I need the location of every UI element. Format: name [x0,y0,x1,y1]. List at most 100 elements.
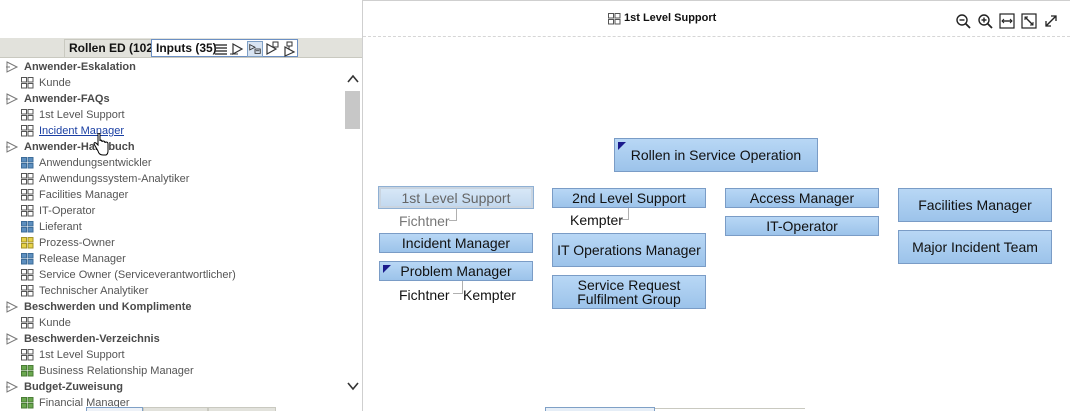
scroll-up-icon[interactable] [346,72,360,86]
role-grid-blue-icon [21,157,34,169]
diagram-bottom-tab[interactable] [545,407,655,411]
diagram-bottom-tab[interactable] [655,408,805,411]
diagram-root-box[interactable]: Rollen in Service Operation [614,138,818,172]
diagram-root-label: Rollen in Service Operation [630,147,802,163]
role-label: Facilities Manager [918,197,1032,213]
person-label: Fichtner [399,287,450,303]
tree-scrollbar[interactable] [344,58,362,411]
process-triangle-icon [6,301,19,313]
role-grid-icon [21,269,34,281]
fit-width-icon[interactable] [999,13,1015,29]
connector-line [449,208,457,221]
org-diagram: Rollen in Service Operation 1st Level Su… [363,37,1070,411]
tab-inputs-label: Inputs (35) [156,41,217,55]
tree-item-label: Incident Manager [39,125,124,137]
divider [363,0,1070,3]
tree-item-label: 1st Level Support [39,349,125,361]
role-grid-icon [21,205,34,217]
tree-item-label: 1st Level Support [39,109,125,121]
tree-group-label: Beschwerden-Verzeichnis [24,333,160,345]
role-grid-icon [21,125,34,137]
process-triangle-icon [6,333,19,345]
scroll-down-icon[interactable] [346,379,360,393]
role-label: Problem Manager [400,263,512,279]
role-grid-icon [21,173,34,185]
role-label: IT-Operator [766,218,838,234]
zoom-out-icon[interactable] [955,13,971,29]
connector-line [621,208,629,220]
role-label: Incident Manager [401,235,511,251]
role-box-2nd-level-support[interactable]: 2nd Level Support [552,188,706,208]
tab-rollen[interactable]: Rollen ED (102) [64,39,157,57]
role-box-major-incident-team[interactable]: Major Incident Team [898,230,1052,264]
list-view-icon[interactable] [213,41,229,57]
role-grid-green-icon [21,365,34,377]
left-pane-header [0,0,362,38]
role-label: Service Request Fulfilment Group [577,277,681,307]
role-box-problem-manager[interactable]: Problem Manager [379,261,533,281]
role-box-service-request-fulfilment[interactable]: Service Request Fulfilment Group [552,275,706,309]
tree-item-label: Facilities Manager [39,189,129,201]
role-grid-icon [21,189,34,201]
marker-icon [383,265,391,273]
role-box-incident-manager[interactable]: Incident Manager [379,233,533,253]
role-grid-blue-icon [21,253,34,265]
input-flow-icon[interactable] [230,41,246,57]
fit-page-icon[interactable] [1021,13,1037,29]
tree-item-label: IT-Operator [39,205,96,217]
role-grid-blue-icon [21,221,34,233]
role-box-access-manager[interactable]: Access Manager [725,188,879,208]
role-label: 1st Level Support [401,189,511,206]
role-box-1st-level-support[interactable]: 1st Level Support [378,186,534,209]
tree-group-label: Anwender-Eskalation [24,61,136,73]
tree-item-label: Prozess-Owner [39,237,115,249]
role-grid-yellow-icon [21,237,34,249]
tree-item-label: Release Manager [39,253,126,265]
left-pane: Rollen ED (102) Inputs (35) Anwender-Esk… [0,0,362,411]
person-label: Kempter [463,287,516,303]
tree-item-label: Kunde [39,77,71,89]
tree-item-label: Business Relationship Manager [39,365,194,377]
role-grid-icon [608,13,621,25]
role-view-icon[interactable] [247,41,263,57]
tree-group-label: Budget-Zuweisung [24,381,123,393]
bottom-tab-active[interactable] [86,407,143,411]
tree-item-label: Technischer Analytiker [39,285,149,297]
diagram-header: 1st Level Support [363,3,1070,37]
tree-item-label: Lieferant [39,221,82,233]
hierarchy-view-icon[interactable] [281,41,297,57]
process-triangle-icon [6,61,19,73]
role-box-facilities-manager[interactable]: Facilities Manager [898,188,1052,222]
tree-item-label: Financial Manager [39,397,130,409]
process-triangle-icon [6,381,19,393]
role-label: 2nd Level Support [572,190,686,206]
tree-item-label: Service Owner (Serviceverantwortlicher) [39,269,236,281]
tab-bar: Rollen ED (102) Inputs (35) [0,38,362,58]
role-label: Access Manager [749,190,855,206]
role-grid-icon [21,109,34,121]
scroll-thumb[interactable] [345,91,360,129]
bottom-tab[interactable] [143,407,208,411]
tree-group-label: Anwender-Handbuch [24,141,135,153]
role-box-it-operations-manager[interactable]: IT Operations Manager [552,233,706,267]
role-grid-icon [21,317,34,329]
role-box-it-operator[interactable]: IT-Operator [725,216,879,236]
zoom-in-icon[interactable] [977,13,993,29]
process-view-icon[interactable] [264,41,280,57]
role-grid-icon [21,349,34,361]
role-grid-icon [21,77,34,89]
tree-item-label: Anwendungsentwickler [39,157,152,169]
bottom-tab[interactable] [208,407,276,411]
connector-line [453,281,463,294]
bottom-tabs [0,407,362,411]
tree-item-label: Kunde [39,317,71,329]
hand-cursor-icon [93,133,109,156]
role-grid-green-icon [21,397,34,409]
tree-group-label: Beschwerden und Komplimente [24,301,192,313]
tab-inputs[interactable]: Inputs (35) [151,39,298,57]
fullscreen-icon[interactable] [1043,13,1059,29]
diagram-pane: 1st Level Support Rollen in Service Oper… [362,0,1070,411]
process-triangle-icon [6,141,19,153]
role-grid-icon [21,285,34,297]
